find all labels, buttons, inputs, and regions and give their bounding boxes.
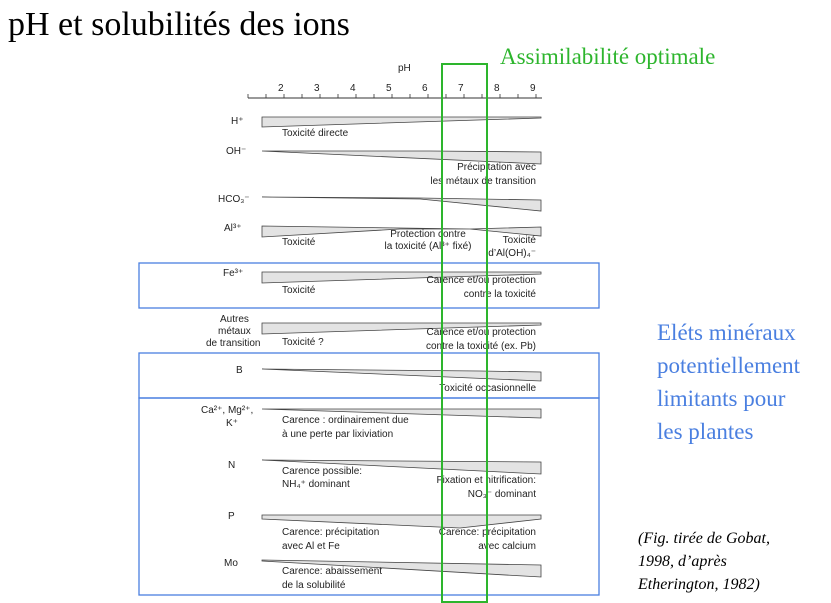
row-oh: OH⁻ Précipitation avec les métaux de tra… <box>226 146 542 187</box>
row-note: de la solubilité <box>282 580 346 591</box>
row-note: Carence : ordinairement due <box>282 415 409 426</box>
tick-9: 9 <box>530 83 536 94</box>
row-note: Carence: précipitation <box>282 527 379 538</box>
row-b: B Toxicité occasionnelle <box>236 365 542 394</box>
tick-4: 4 <box>350 83 356 94</box>
limiting-line-2: potentiellement <box>657 353 801 378</box>
row-note: avec calcium <box>478 541 536 552</box>
tick-6: 6 <box>422 83 428 94</box>
row-note: les métaux de transition <box>430 176 536 187</box>
ion-label: de transition <box>206 338 260 349</box>
row-note: Protection contre <box>390 229 466 240</box>
tick-3: 3 <box>314 83 320 94</box>
citation-line-1: (Fig. tirée de Gobat, <box>638 530 770 547</box>
ion-label: Al³⁺ <box>224 223 242 234</box>
row-p: P Carence: précipitation avec Al et Fe C… <box>228 511 542 552</box>
row-note: contre la toxicité <box>464 289 537 300</box>
axis-ticks: 2 3 4 5 6 7 8 9 <box>278 83 536 94</box>
row-al: Al³⁺ Toxicité Protection contre la toxic… <box>224 223 542 259</box>
figure-citation: (Fig. tirée de Gobat, 1998, d’après Ethe… <box>638 527 770 596</box>
solubility-band <box>261 408 542 419</box>
ion-label: B <box>236 365 243 376</box>
tick-5: 5 <box>386 83 392 94</box>
limiting-line-4: les plantes <box>657 419 754 444</box>
ion-label: HCO₃⁻ <box>218 194 250 205</box>
solubility-band <box>261 116 542 128</box>
row-note: Toxicité ? <box>282 337 324 348</box>
axis-minor-ticks <box>247 94 537 98</box>
row-note: Toxicité directe <box>282 128 349 139</box>
optimal-assimilability-box <box>441 63 488 603</box>
row-note: Carence possible: <box>282 466 362 477</box>
solubility-band <box>261 559 542 578</box>
row-transition-metals: Autres métaux de transition Toxicité ? C… <box>206 314 542 352</box>
solubility-band <box>261 322 542 335</box>
row-fe: Fe³⁺ Toxicité Carence et/ou protection c… <box>223 268 542 300</box>
solubility-band <box>261 459 542 475</box>
row-h: H⁺ Toxicité directe <box>231 116 542 139</box>
ion-label: N <box>228 460 235 471</box>
row-hco3: HCO₃⁻ <box>218 194 542 212</box>
row-note: NO₃⁻ dominant <box>468 489 536 500</box>
macronutrients-limiting-box <box>138 397 600 596</box>
row-note: Toxicité <box>282 237 316 248</box>
citation-line-3: Etherington, 1982) <box>638 576 760 593</box>
row-note: Carence et/ou protection <box>426 275 536 286</box>
row-note: Carence: abaissement <box>282 566 382 577</box>
ion-label: K⁺ <box>226 418 238 429</box>
limiting-elements-label: Eléts minéraux potentiellement limitants… <box>657 316 800 448</box>
row-note: Toxicité <box>282 285 316 296</box>
row-note: Précipitation avec <box>457 162 536 173</box>
ion-label: P <box>228 511 235 522</box>
solubility-band <box>261 514 542 529</box>
solubility-band <box>261 271 542 284</box>
ion-label: Autres <box>220 314 249 325</box>
solubility-band <box>261 225 542 238</box>
ion-label: Fe³⁺ <box>223 268 243 279</box>
row-note: Toxicité <box>503 235 537 246</box>
tick-2: 2 <box>278 83 284 94</box>
row-note: NH₄⁺ dominant <box>282 479 350 490</box>
row-n: N Carence possible: NH₄⁺ dominant Fixati… <box>228 459 542 500</box>
citation-line-2: 1998, d’après <box>638 553 727 570</box>
tick-7: 7 <box>458 83 464 94</box>
row-mo: Mo Carence: abaissement de la solubilité <box>224 558 542 591</box>
ion-label: H⁺ <box>231 116 244 127</box>
fe-limiting-box <box>138 262 600 309</box>
slide-title: pH et solubilités des ions <box>8 6 350 43</box>
row-note: la toxicité (Al³⁺ fixé) <box>385 241 472 252</box>
row-note: Carence et/ou protection <box>426 327 536 338</box>
limiting-line-3: limitants pour <box>657 386 786 411</box>
optimal-assimilability-label: Assimilabilité optimale <box>500 44 716 69</box>
ion-label: OH⁻ <box>226 146 246 157</box>
solubility-band <box>261 150 542 165</box>
solubility-band <box>261 196 542 212</box>
ion-label: métaux <box>218 326 251 337</box>
solubility-band <box>261 368 542 382</box>
row-note: à une perte par lixiviation <box>282 429 393 440</box>
axis-label: pH <box>398 63 411 74</box>
row-note: d’Al(OH)₄⁻ <box>488 248 536 259</box>
ion-label: Mo <box>224 558 238 569</box>
row-note: contre la toxicité (ex. Pb) <box>426 341 536 352</box>
row-ca-mg-k: Ca²⁺, Mg²⁺, K⁺ Carence : ordinairement d… <box>201 405 542 440</box>
ion-label: Ca²⁺, Mg²⁺, <box>201 405 253 416</box>
limiting-line-1: Eléts minéraux <box>657 320 796 345</box>
tick-8: 8 <box>494 83 500 94</box>
row-note: avec Al et Fe <box>282 541 340 552</box>
